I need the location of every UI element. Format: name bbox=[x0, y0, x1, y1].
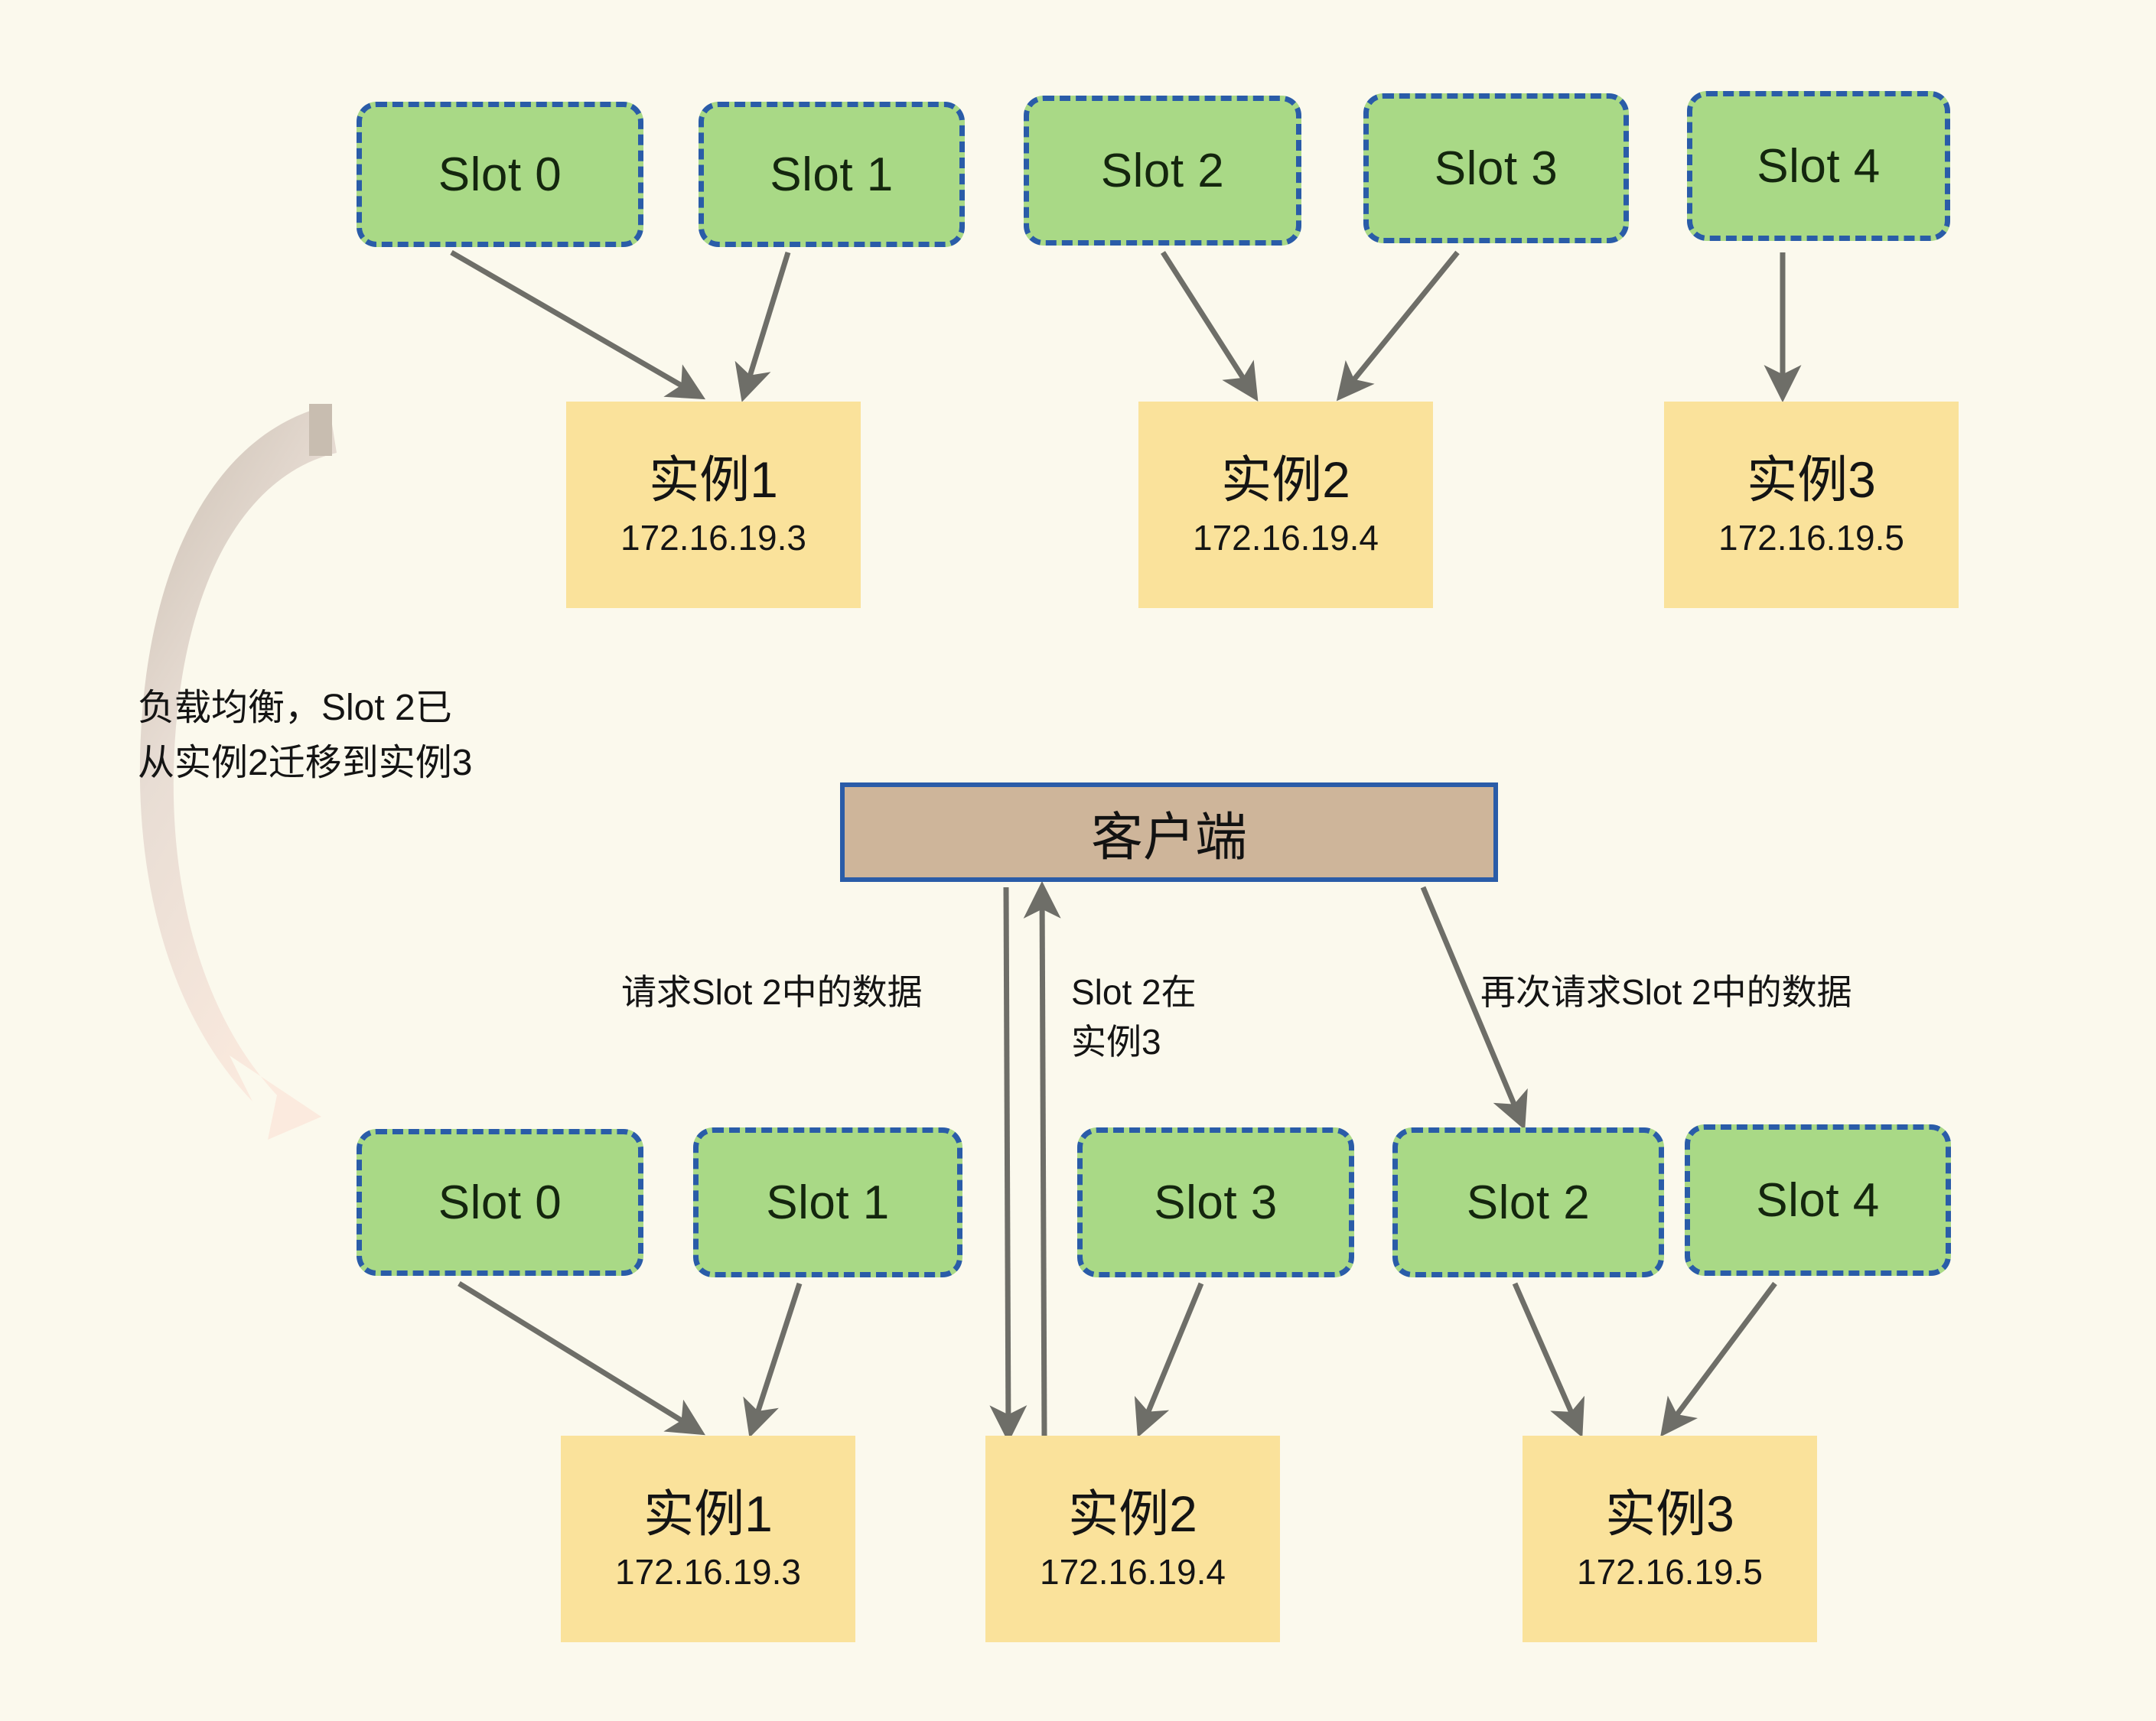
instance-ip: 172.16.19.3 bbox=[620, 517, 806, 558]
client-label: 客户端 bbox=[1090, 808, 1247, 867]
instance-ip: 172.16.19.5 bbox=[1576, 1551, 1763, 1592]
slot-box-top-0[interactable]: Slot 0 bbox=[357, 102, 643, 247]
redirect-note: Slot 2在 实例3 bbox=[1071, 972, 1197, 1062]
slot-box-bottom-1[interactable]: Slot 1 bbox=[693, 1127, 962, 1277]
slot-box-bottom-0[interactable]: Slot 0 bbox=[357, 1129, 643, 1276]
arrow-bslot4-to-instance3 bbox=[1660, 1281, 1777, 1437]
slot-label: Slot 1 bbox=[766, 1176, 890, 1229]
instance-ip: 172.16.19.5 bbox=[1718, 517, 1904, 558]
instance-box-bottom-1[interactable]: 实例1 172.16.19.3 bbox=[561, 1436, 855, 1642]
client-box[interactable]: 客户端 bbox=[840, 782, 1498, 882]
arrow-bslot3-to-instance2 bbox=[1134, 1282, 1204, 1438]
slot-box-bottom-2[interactable]: Slot 3 bbox=[1077, 1127, 1354, 1277]
slot-box-bottom-3[interactable]: Slot 2 bbox=[1392, 1127, 1664, 1277]
slot-label: Slot 0 bbox=[438, 1176, 562, 1229]
instance-box-top-2[interactable]: 实例2 172.16.19.4 bbox=[1138, 402, 1433, 608]
slot-label: Slot 4 bbox=[1756, 1173, 1880, 1227]
arrow-slot1-to-instance1 bbox=[734, 251, 791, 402]
instance-ip: 172.16.19.4 bbox=[1039, 1551, 1226, 1592]
slot-label: Slot 1 bbox=[770, 148, 894, 201]
slot-label: Slot 3 bbox=[1434, 142, 1558, 195]
migration-note: 负载均衡，Slot 2已 从实例2迁移到实例3 bbox=[138, 688, 473, 783]
arrow-slot0-to-instance1 bbox=[450, 249, 706, 400]
arrow-slot3-to-instance2 bbox=[1336, 250, 1460, 402]
instance-box-top-3[interactable]: 实例3 172.16.19.5 bbox=[1664, 402, 1959, 608]
slot-label: Slot 4 bbox=[1757, 139, 1881, 193]
instance-ip: 172.16.19.3 bbox=[614, 1551, 801, 1592]
bottom-connectors bbox=[458, 1281, 1777, 1438]
instance-ip: 172.16.19.4 bbox=[1192, 517, 1379, 558]
slot-label: Slot 2 bbox=[1100, 144, 1225, 197]
arrow-bslot0-to-instance1 bbox=[458, 1281, 705, 1436]
slot-box-top-4[interactable]: Slot 4 bbox=[1687, 91, 1950, 241]
instance-box-bottom-2[interactable]: 实例2 172.16.19.4 bbox=[985, 1436, 1280, 1642]
instance-name: 实例1 bbox=[643, 1485, 773, 1543]
arrow-instance2-to-client bbox=[1023, 880, 1061, 1437]
rerequest-note: 再次请求Slot 2中的数据 bbox=[1480, 972, 1852, 1012]
instance-box-bottom-3[interactable]: 实例3 172.16.19.5 bbox=[1523, 1436, 1817, 1642]
top-connectors bbox=[450, 249, 1802, 403]
slot-box-top-2[interactable]: Slot 2 bbox=[1024, 96, 1301, 246]
request-note: 请求Slot 2中的数据 bbox=[621, 972, 923, 1012]
arrow-bslot1-to-instance1 bbox=[743, 1282, 803, 1438]
instance-name: 实例3 bbox=[1747, 451, 1876, 509]
instance-name: 实例1 bbox=[649, 451, 778, 509]
slot-box-top-1[interactable]: Slot 1 bbox=[699, 102, 965, 247]
instance-name: 实例2 bbox=[1221, 451, 1350, 509]
instance-box-top-1[interactable]: 实例1 172.16.19.3 bbox=[566, 402, 861, 608]
instance-name: 实例2 bbox=[1068, 1485, 1197, 1543]
slot-label: Slot 0 bbox=[438, 148, 562, 201]
slot-label: Slot 3 bbox=[1154, 1176, 1278, 1229]
arrow-bslot2-to-instance3 bbox=[1512, 1282, 1585, 1438]
slot-label: Slot 2 bbox=[1466, 1176, 1591, 1229]
arrow-slot2-to-instance2 bbox=[1161, 251, 1259, 402]
instance-name: 实例3 bbox=[1605, 1485, 1734, 1543]
slot-box-top-3[interactable]: Slot 3 bbox=[1363, 93, 1629, 243]
slot-box-bottom-4[interactable]: Slot 4 bbox=[1685, 1124, 1951, 1276]
